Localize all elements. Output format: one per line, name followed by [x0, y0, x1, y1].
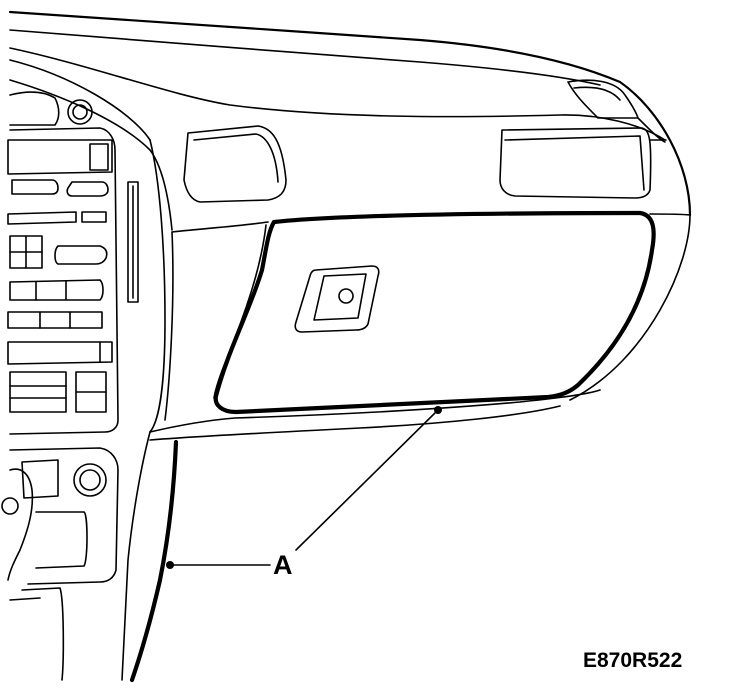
trim-strip [129, 439, 179, 683]
figure-code: E870R522 [583, 649, 682, 672]
leader-dot-trim [166, 561, 174, 569]
glovebox-lid [213, 210, 656, 415]
lower-console [1, 447, 119, 681]
glovebox-latch [294, 265, 380, 333]
right-upper-panel [499, 127, 667, 199]
left-upper-panel [183, 125, 287, 203]
leader-dot-glovebox [434, 406, 442, 414]
center-console [7, 91, 139, 435]
callout-leaders [166, 406, 442, 569]
kick-panel-edge [121, 139, 174, 681]
callout-label-a: A [273, 550, 293, 580]
dashboard-mid-lines [171, 213, 691, 401]
dashboard-top-outline [8, 10, 692, 231]
right-air-vent [567, 79, 666, 143]
dash-lower-edge [149, 389, 601, 441]
